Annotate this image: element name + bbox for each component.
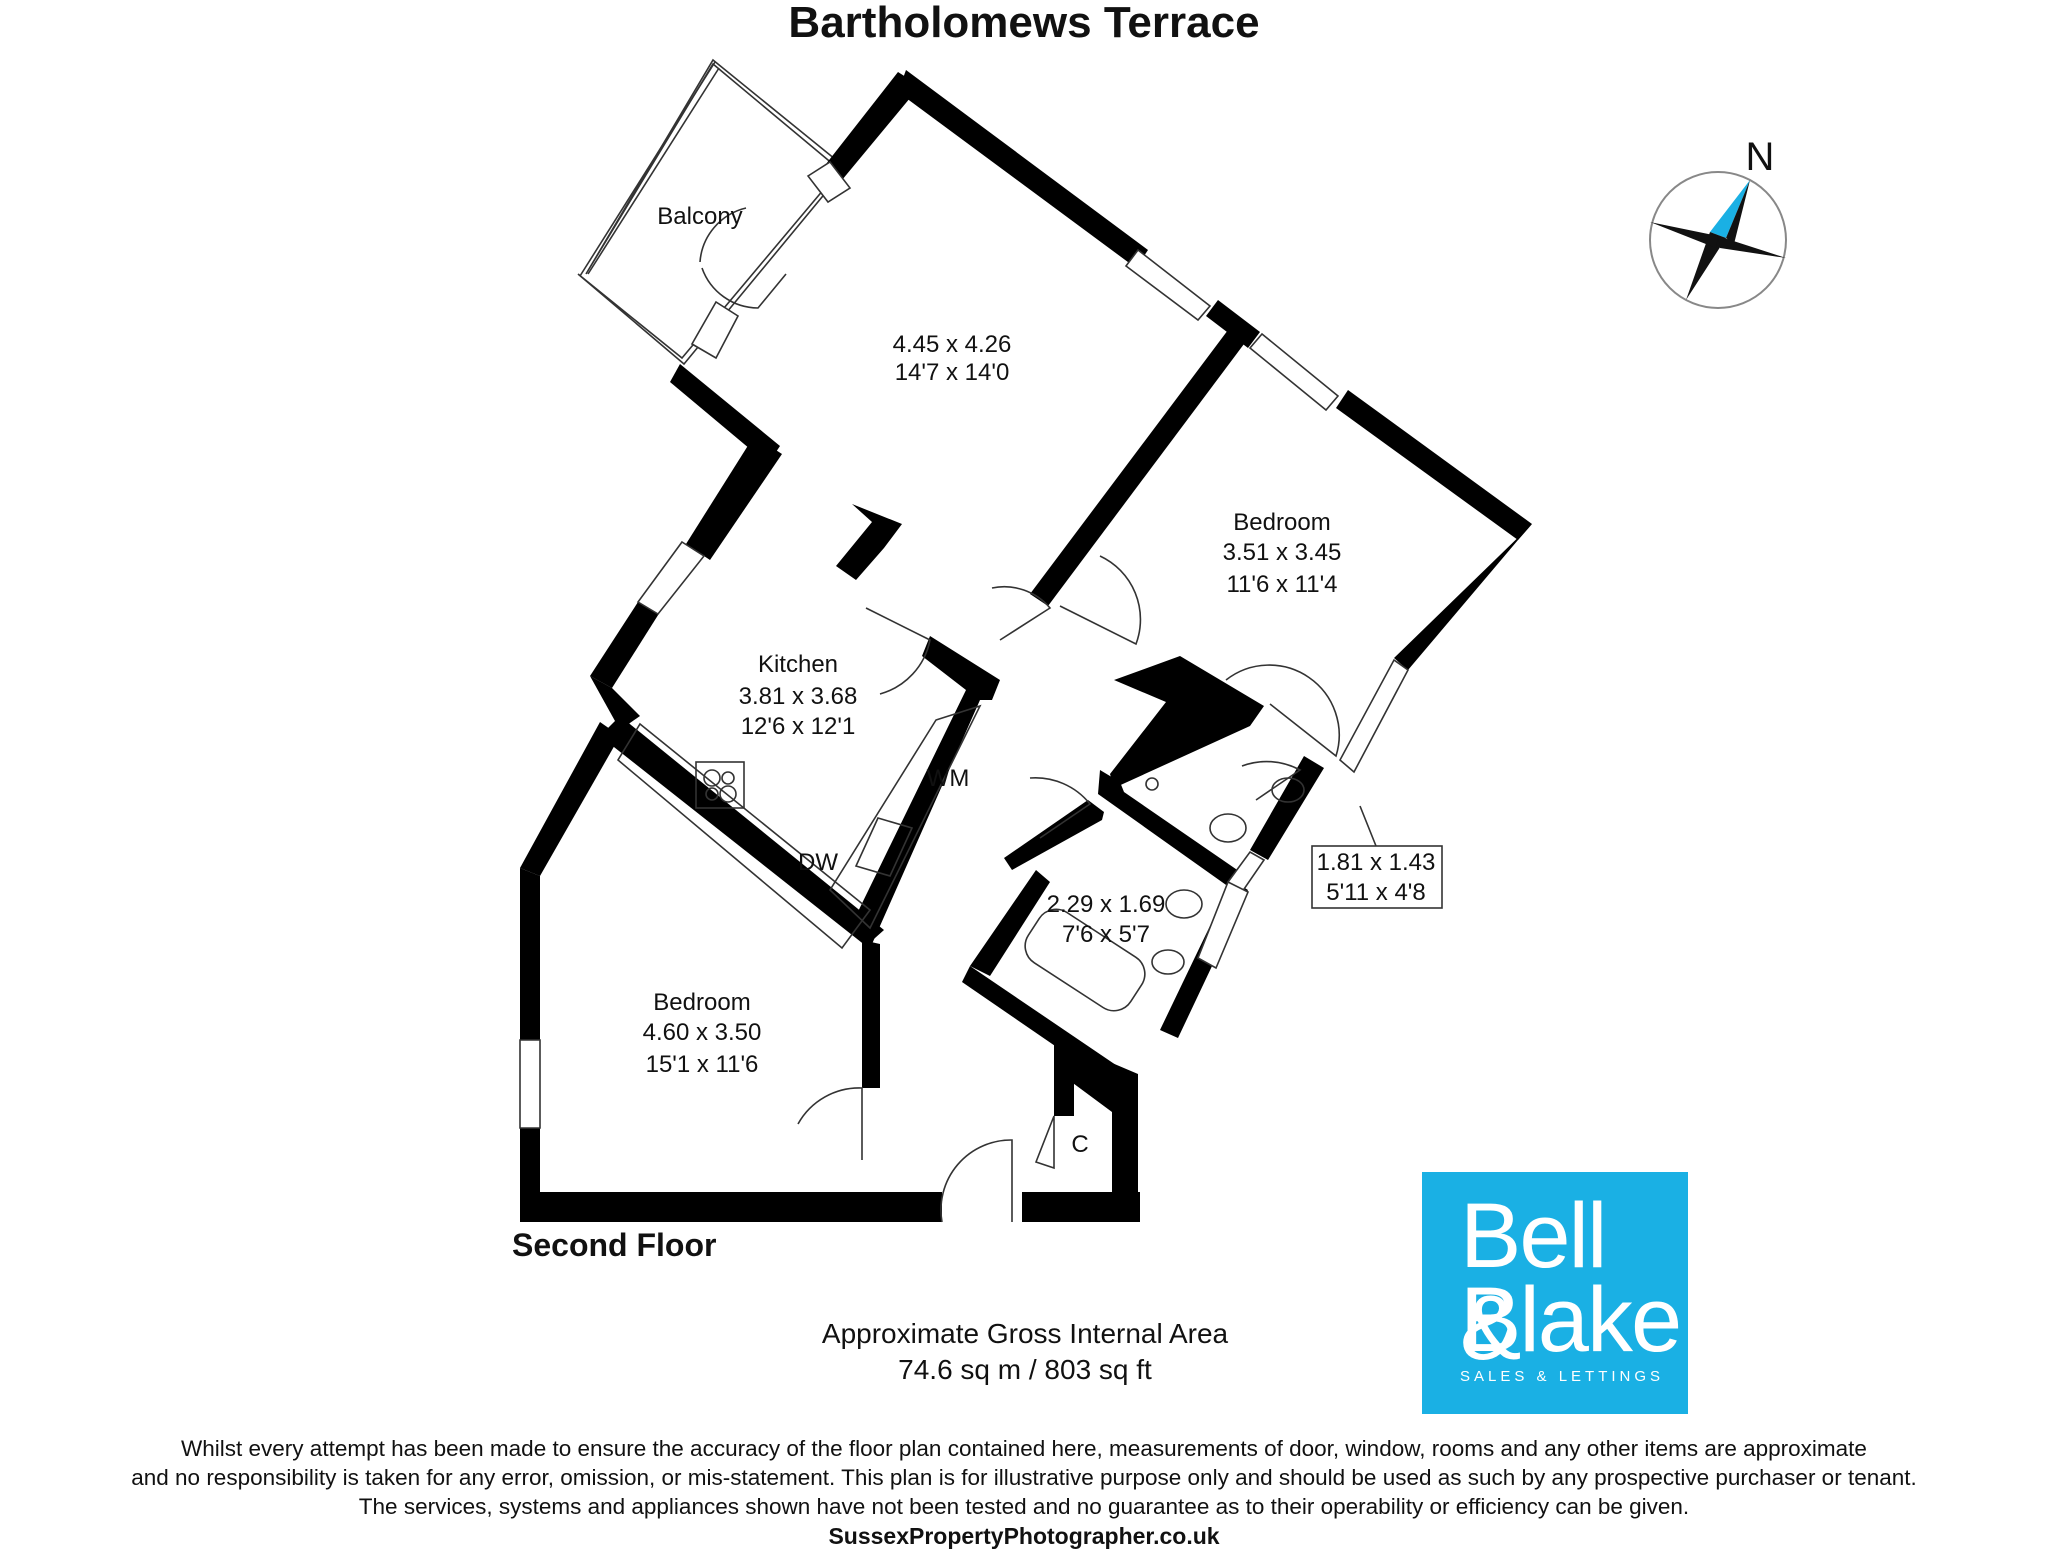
sink-icon (854, 817, 914, 877)
door-swing (1225, 664, 1340, 758)
wm-label: WM (927, 765, 970, 792)
bedroom2-dim-m: 4.60 x 3.50 (643, 1019, 762, 1046)
plan-title: Bartholomews Terrace (788, 0, 1260, 47)
kitchen-dim-ft: 12'6 x 12'1 (741, 713, 856, 740)
compass-north-label: N (1746, 135, 1775, 179)
wall-cupboard-west (1054, 1040, 1074, 1116)
door-swing (991, 585, 1052, 641)
wall-living-northeast-2 (1206, 300, 1260, 348)
disclaimer-line: and no responsibility is taken for any e… (131, 1465, 1917, 1490)
bedroom1-label: Bedroom (1233, 509, 1330, 536)
door-swing (1059, 555, 1142, 646)
shower-icon (1145, 777, 1159, 791)
ensuite-dim-box (1311, 845, 1443, 909)
door-swing (701, 267, 787, 309)
wall-ensuite-east (1250, 756, 1324, 860)
balcony-label: Balcony (657, 203, 742, 230)
logo-line-2: Blake (1460, 1269, 1682, 1371)
window (1124, 248, 1212, 322)
wall-kitchen-south (600, 716, 884, 946)
window (636, 540, 706, 616)
website-link[interactable]: SussexPropertyPhotographer.co.uk (828, 1523, 1220, 1549)
hob-icon (719, 785, 737, 803)
wall-cupboard (1058, 1040, 1138, 1222)
wall-living-north (826, 72, 920, 180)
wall-kitchen-east (850, 636, 1000, 944)
wall-ensuite-block (1110, 656, 1264, 788)
hob-icon (703, 769, 721, 787)
wall-bedroom2-east (862, 940, 880, 1088)
disclaimer-line: Whilst every attempt has been made to en… (181, 1436, 1867, 1461)
area-heading: Approximate Gross Internal Area (821, 1318, 1229, 1349)
wall-bedroom2-south (520, 1192, 942, 1222)
door-swing (1034, 1115, 1055, 1170)
window (1338, 658, 1410, 774)
wall-bedroom2-northwest (520, 722, 620, 876)
toilet-icon (1209, 813, 1247, 843)
bedroom2-dim-ft: 15'1 x 11'6 (646, 1051, 759, 1078)
ensuite-dim-m: 1.81 x 1.43 (1317, 849, 1436, 876)
wall-bedroom2-west (520, 868, 540, 1040)
bedroom1-dim-m: 3.51 x 3.45 (1223, 539, 1342, 566)
basin-icon (1151, 949, 1185, 975)
wall-bedroom1-east (1394, 524, 1532, 670)
disclaimer-line: The services, systems and appliances sho… (358, 1494, 1690, 1519)
bedroom1-dim-ft: 11'6 x 11'4 (1226, 571, 1337, 598)
door-swing (940, 1139, 1013, 1223)
agent-logo: Bell & Blake SALES & LETTINGS (1422, 1172, 1688, 1414)
door-swing (1241, 760, 1302, 801)
wall-ensuite-west (1098, 770, 1246, 892)
kitchen-dim-m: 3.81 x 3.68 (739, 683, 858, 710)
floor-label: Second Floor (512, 1227, 717, 1263)
door-swing (797, 1087, 863, 1160)
kitchen-label: Kitchen (758, 651, 838, 678)
living-dim-ft: 14'7 x 14'0 (895, 359, 1010, 386)
wall-hall-south-2 (1022, 1192, 1140, 1222)
hob-icon (721, 771, 735, 785)
wall-bathroom-west (970, 870, 1050, 976)
door-swing (865, 607, 931, 695)
kitchen-worktop (616, 722, 872, 950)
wall-kitchen-west (590, 602, 660, 688)
window (1248, 332, 1340, 412)
basin-icon (1271, 777, 1305, 803)
wall-bathroom-north (1004, 800, 1104, 870)
door-swing (699, 207, 747, 263)
bedroom2-label: Bedroom (653, 989, 750, 1016)
compass-rose-icon (1649, 171, 1787, 309)
bathroom-dim-ft: 7'6 x 5'7 (1062, 921, 1150, 948)
wall-hall-south-1 (862, 1192, 942, 1222)
hob-icon (705, 787, 719, 801)
wall-living-east (1030, 330, 1244, 606)
dw-label: DW (798, 849, 838, 876)
toilet-icon (1165, 889, 1203, 919)
ensuite-dim-ft: 5'11 x 4'8 (1326, 879, 1425, 906)
balcony-outline (577, 58, 848, 366)
wall-kitchen-inner-1 (836, 504, 902, 580)
logo-line-1: Bell & (1460, 1185, 1607, 1379)
bath-icon (1024, 908, 1146, 1012)
gross-internal-area: Approximate Gross Internal Area 74.6 sq … (760, 1316, 1290, 1388)
wall-kitchen-southwest (590, 676, 640, 730)
door-swing (1029, 777, 1092, 839)
wall-kitchen-north (686, 436, 782, 560)
kitchen-worktop-east (828, 704, 982, 930)
window (519, 1039, 541, 1129)
window (1196, 880, 1250, 970)
hob-outline (695, 761, 745, 809)
window (806, 160, 852, 204)
logo-tagline: SALES & LETTINGS (1460, 1368, 1665, 1385)
window (690, 300, 740, 360)
wall-bedroom1-north (1336, 390, 1532, 540)
wall-living-northeast (898, 70, 1148, 268)
area-value: 74.6 sq m / 803 sq ft (898, 1354, 1152, 1385)
cupboard-label: C (1071, 1131, 1088, 1158)
disclaimer: Whilst every attempt has been made to en… (0, 1434, 2048, 1521)
living-dim-m: 4.45 x 4.26 (893, 331, 1012, 358)
bathroom-dim-m: 2.29 x 1.69 (1047, 891, 1166, 918)
